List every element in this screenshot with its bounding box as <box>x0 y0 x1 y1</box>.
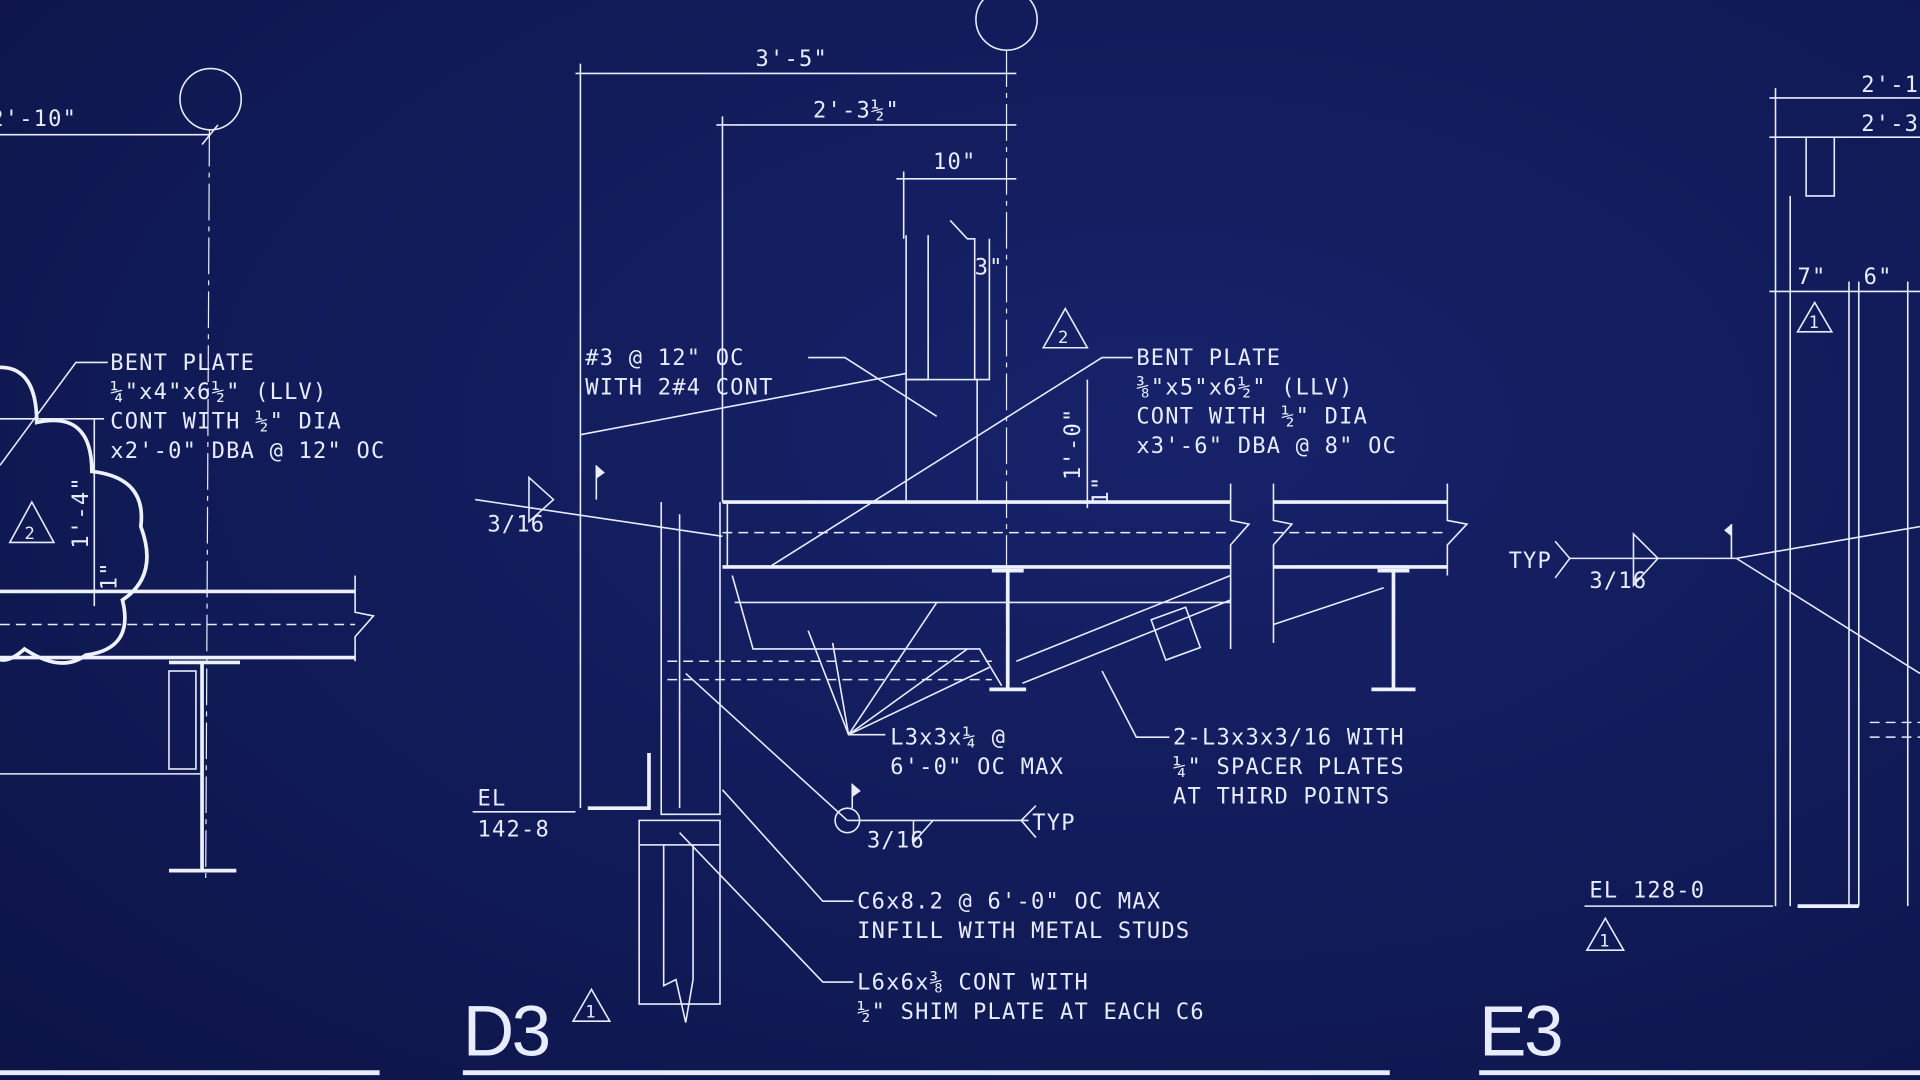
detail-d3: 3'-5" 2'-3½" 10" 3" 1'-0" 1" 2 #3 @ 12" … <box>0 0 1469 1076</box>
elevation-value: 142-8 <box>478 817 550 842</box>
revision-triangle-icon <box>571 987 612 1023</box>
revision-number: 1 <box>1599 932 1611 952</box>
dimension-text: 10" <box>933 150 976 175</box>
weld-tag: TYP <box>1509 549 1552 574</box>
dimension-text: 1'-0" <box>1061 408 1086 480</box>
detail-e3: 2'-1 2'-3 7" 6" 1 TYP 3/16 EL 128-0 1 E3 <box>1479 73 1920 1076</box>
note-line: C6x8.2 @ 6'-0" OC MAX <box>857 890 1161 915</box>
dimension-text: 2'-3 <box>1861 112 1919 137</box>
note-line: 6'-0" OC MAX <box>890 755 1064 780</box>
revision-number: 1 <box>1809 313 1821 333</box>
note-line: CONT WITH ½" DIA <box>110 410 342 435</box>
revision-triangle-icon <box>1585 916 1626 951</box>
note-line: #3 @ 12" OC <box>585 346 744 371</box>
note-line: 2-L3x3x3/16 WITH <box>1173 725 1405 750</box>
vertical-dimension: 1'-4" <box>69 476 94 548</box>
revision-number: 2 <box>1058 328 1070 348</box>
note-line: WITH 2#4 CONT <box>585 375 773 400</box>
weld-size: 3/16 <box>867 828 925 853</box>
note-line: BENT PLATE <box>110 351 255 376</box>
left-detail: 2'-10" BENT PLATE ¼"x4"x6½" (LLV) CONT W… <box>0 67 385 882</box>
elevation-label: EL <box>478 787 507 812</box>
detail-title: E3 <box>1479 993 1561 1072</box>
weld-tag: TYP <box>1032 811 1075 836</box>
note-line: L3x3x¼ @ <box>890 725 1006 750</box>
dimension-text: 2'-10" <box>0 107 77 132</box>
steel-beam <box>1371 568 1416 692</box>
note-line: ¼"x4"x6½" (LLV) <box>110 380 327 405</box>
weld-size: 3/16 <box>487 512 545 537</box>
note-line: ½" SHIM PLATE AT EACH C6 <box>857 1000 1205 1025</box>
angle-l6x6 <box>587 753 651 810</box>
note-line: AT THIRD POINTS <box>1173 784 1390 809</box>
note-line: x2'-0" DBA @ 12" OC <box>110 439 385 464</box>
note-line: L6x6x⅜ CONT WITH <box>857 970 1089 995</box>
revision-number: 2 <box>24 524 36 544</box>
steel-beam <box>989 568 1027 692</box>
revision-triangle-icon <box>8 500 56 544</box>
note-line: ¼" SPACER PLATES <box>1173 755 1405 780</box>
revision-cloud <box>0 365 149 665</box>
elevation-label: EL 128-0 <box>1589 879 1705 904</box>
steel-beam <box>168 660 240 873</box>
dimension-text: 2'-1 <box>1861 73 1919 98</box>
revision-triangle-icon <box>1041 306 1089 349</box>
note-line: BENT PLATE <box>1136 346 1281 371</box>
note-line: INFILL WITH METAL STUDS <box>857 919 1190 944</box>
dimension-text: 6" <box>1864 265 1893 290</box>
detail-title: D3 <box>463 993 549 1072</box>
grid-bubble <box>179 67 243 131</box>
revision-triangle-icon <box>1796 300 1834 333</box>
dimension-text: 7" <box>1798 265 1827 290</box>
small-dimension: 1" <box>97 561 122 590</box>
grid-bubble <box>975 0 1038 51</box>
weld-size: 3/16 <box>1589 569 1647 594</box>
dimension-text: 3" <box>975 255 1004 280</box>
revision-number: 1 <box>585 1003 597 1023</box>
note-line: CONT WITH ½" DIA <box>1136 405 1368 430</box>
dimension-text: 1" <box>1089 476 1114 505</box>
dimension-text: 3'-5" <box>756 47 828 72</box>
note-line: ⅜"x5"x6½" (LLV) <box>1136 375 1353 400</box>
dimension-text: 2'-3½" <box>813 99 900 124</box>
note-line: x3'-6" DBA @ 8" OC <box>1136 434 1397 459</box>
